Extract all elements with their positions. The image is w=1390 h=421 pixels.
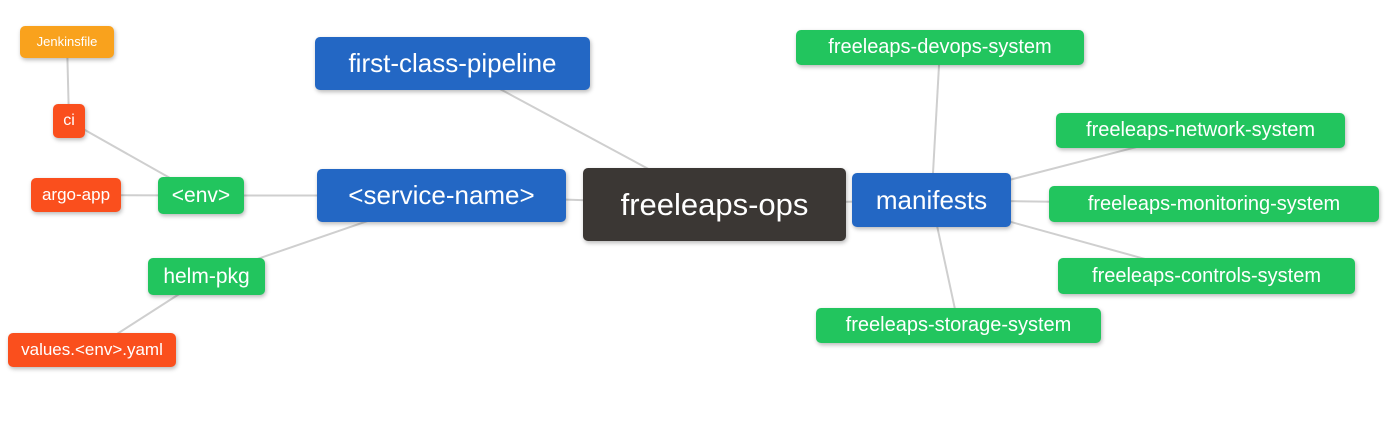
- node-jenkinsfile[interactable]: Jenkinsfile: [20, 26, 114, 58]
- node-first-class-pipeline[interactable]: first-class-pipeline: [315, 37, 590, 90]
- node-freeleaps-storage-system[interactable]: freeleaps-storage-system: [816, 308, 1101, 343]
- node-service-name[interactable]: <service-name>: [317, 169, 566, 222]
- node-label: freeleaps-storage-system: [845, 314, 1072, 336]
- node-freeleaps-devops-system[interactable]: freeleaps-devops-system: [796, 30, 1084, 65]
- node-label: freeleaps-ops: [620, 186, 809, 222]
- node-label: freeleaps-devops-system: [828, 36, 1052, 58]
- node-manifests[interactable]: manifests: [852, 173, 1011, 227]
- node-ci[interactable]: ci: [53, 104, 85, 138]
- node-label: <env>: [171, 183, 231, 207]
- node-helm-pkg[interactable]: helm-pkg: [148, 258, 265, 295]
- node-label: first-class-pipeline: [348, 48, 557, 78]
- node-values-env-yaml[interactable]: values.<env>.yaml: [8, 333, 176, 367]
- node-label: ci: [63, 111, 75, 129]
- node-label: helm-pkg: [163, 264, 250, 288]
- node-freeleaps-controls-system[interactable]: freeleaps-controls-system: [1058, 258, 1355, 294]
- node-label: freeleaps-controls-system: [1092, 264, 1321, 287]
- node-label: values.<env>.yaml: [21, 340, 163, 359]
- node-label: <service-name>: [348, 180, 535, 210]
- node-freeleaps-network-system[interactable]: freeleaps-network-system: [1056, 113, 1345, 148]
- node-label: freeleaps-network-system: [1086, 119, 1315, 141]
- node-argo-app[interactable]: argo-app: [31, 178, 121, 212]
- node-label: freeleaps-monitoring-system: [1087, 192, 1341, 215]
- node-label: manifests: [875, 184, 988, 215]
- node-env[interactable]: <env>: [158, 177, 244, 214]
- node-label: Jenkinsfile: [36, 34, 98, 49]
- node-freeleaps-ops[interactable]: freeleaps-ops: [583, 168, 846, 241]
- node-freeleaps-monitoring-system[interactable]: freeleaps-monitoring-system: [1049, 186, 1379, 222]
- node-label: argo-app: [41, 185, 111, 204]
